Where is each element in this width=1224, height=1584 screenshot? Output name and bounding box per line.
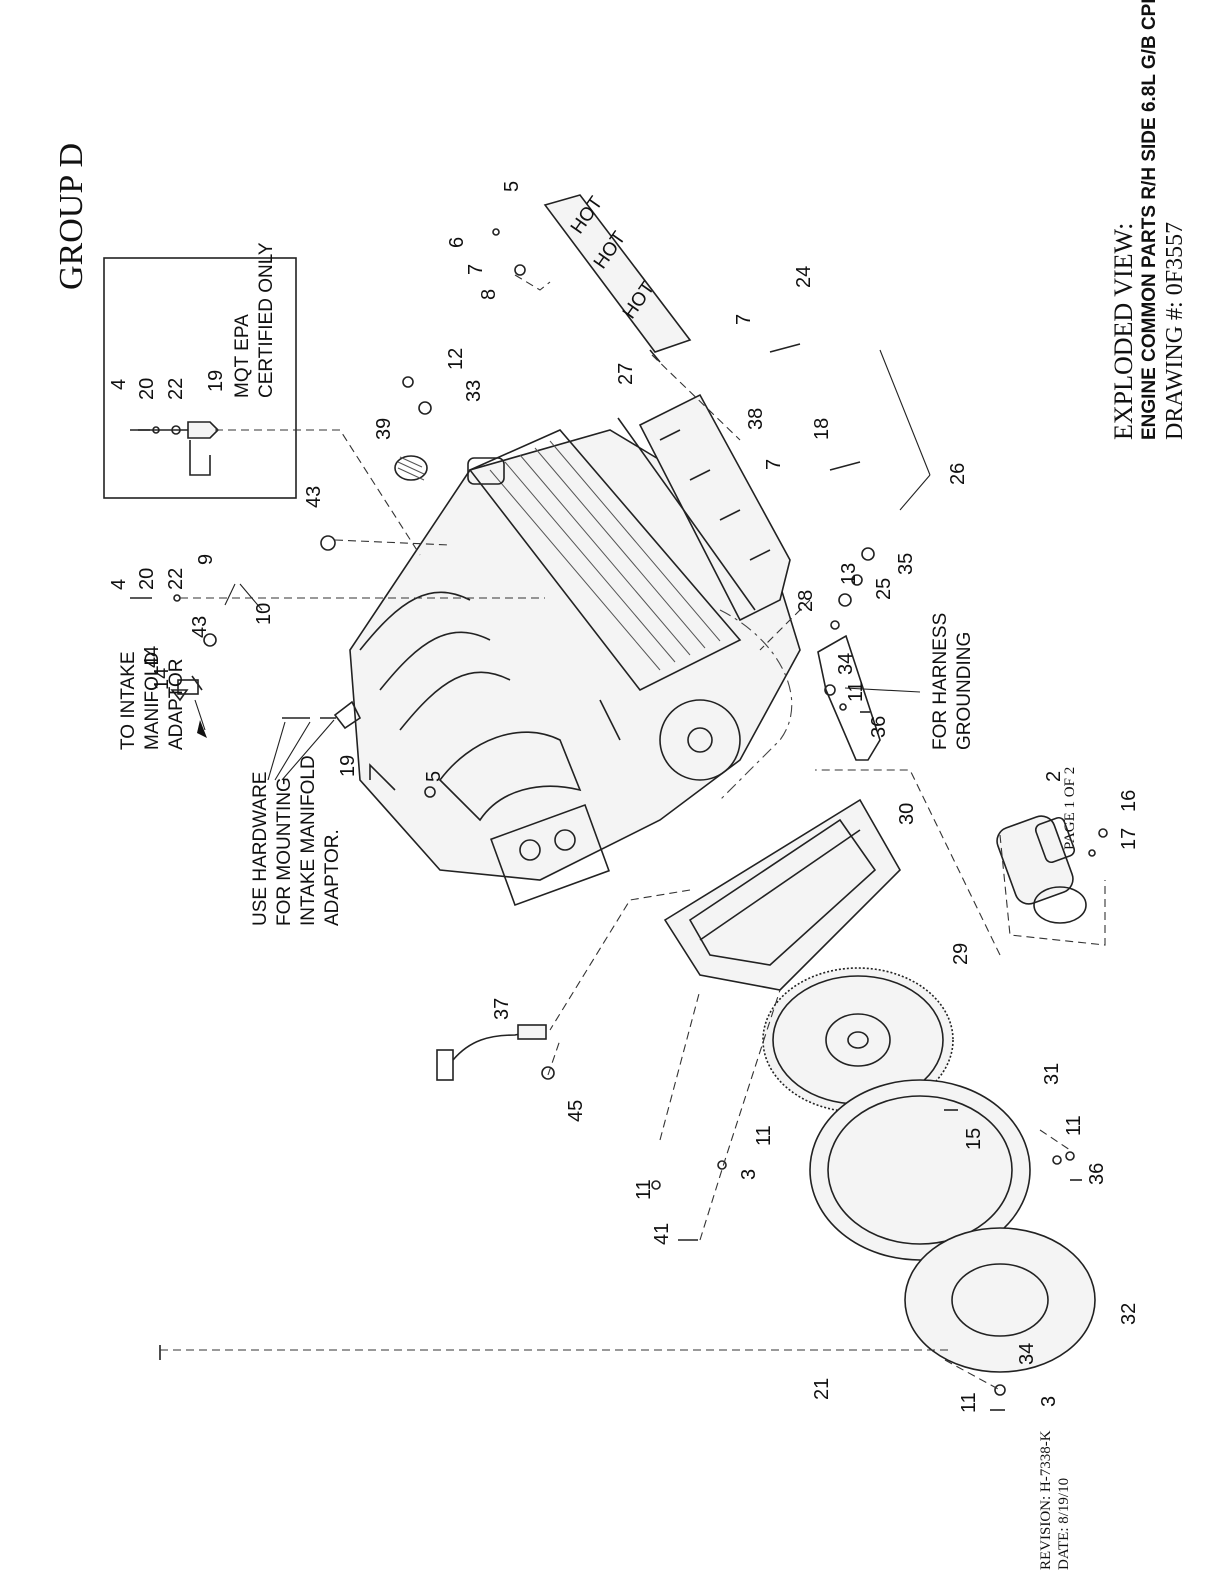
callout-36a: 36 [868, 716, 890, 738]
callout-numbers: 2 3 3 4 4 5 5 6 7 7 7 8 9 10 11 11 11 11… [108, 181, 1140, 1413]
valve-cover-ribs [489, 440, 721, 671]
note-hardware-3: INTAKE MANIFOLD [298, 755, 319, 926]
o2-sensor [436, 1024, 547, 1081]
title-line-2: ENGINE COMMON PARTS R/H SIDE 6.8L G/B CP… [1139, 0, 1160, 440]
callout-18: 18 [811, 418, 833, 440]
engine-assembly [349, 429, 801, 907]
callout-20b: 20 [136, 378, 158, 400]
note-use-hardware: USE HARDWARE FOR MOUNTING INTAKE MANIFOL… [250, 755, 343, 926]
callout-43b: 43 [189, 616, 211, 638]
cover-plate [904, 1227, 1096, 1373]
title-line-3: DRAWING #: 0F3557 [1162, 222, 1188, 440]
note-leaders [194, 349, 931, 781]
starter-motor [996, 815, 1106, 946]
callout-3b: 3 [1038, 1396, 1060, 1407]
revision-text: REVISION: H-7338-K [1038, 1430, 1054, 1570]
callout-25: 25 [873, 578, 895, 600]
callout-6: 6 [446, 237, 468, 248]
callout-21: 21 [811, 1378, 833, 1400]
dashed-leaders [160, 274, 1071, 1391]
revision-block: REVISION: H-7338-K DATE: 8/19/10 [1038, 1430, 1072, 1570]
callout-11d: 11 [1063, 1115, 1085, 1136]
callout-22a: 22 [165, 568, 187, 590]
callout-4b: 4 [108, 379, 130, 390]
heat-shield: HOT HOT HOT [543, 193, 692, 363]
callout-34b: 34 [1016, 1343, 1038, 1365]
callout-11b: 11 [633, 1179, 655, 1200]
note-intake-2: MANIFOLD [142, 652, 163, 750]
callout-15: 15 [963, 1128, 985, 1150]
callout-27: 27 [615, 363, 637, 385]
callout-5a: 5 [501, 181, 523, 192]
callout-12: 12 [445, 348, 467, 370]
callout-7c: 7 [763, 459, 785, 470]
callout-19a: 19 [205, 370, 227, 392]
revision-date: DATE: 8/19/10 [1056, 1478, 1072, 1570]
callout-13: 13 [838, 563, 860, 585]
callout-30: 30 [896, 803, 918, 825]
title-block: EXPLODED VIEW: ENGINE COMMON PARTS R/H S… [1109, 0, 1188, 440]
callout-36b: 36 [1086, 1163, 1108, 1185]
callout-28: 28 [795, 590, 817, 612]
callout-11c: 11 [753, 1125, 775, 1146]
bell-housing [663, 798, 901, 991]
callout-17: 17 [1118, 828, 1140, 850]
callout-19b: 19 [337, 755, 359, 777]
oil-fill-cap [394, 455, 505, 485]
callout-24: 24 [793, 266, 815, 288]
callout-37: 37 [491, 998, 513, 1020]
callout-11e: 11 [958, 1392, 980, 1413]
mqt-note-line-1: MQT EPA [232, 314, 253, 398]
callout-8: 8 [478, 289, 500, 300]
callout-41: 41 [651, 1223, 673, 1245]
note-intake-3: ADAPTOR [166, 658, 187, 750]
callout-35: 35 [895, 553, 917, 575]
note-harness-1: FOR HARNESS [930, 613, 951, 750]
callout-29: 29 [950, 943, 972, 965]
callout-3a: 3 [738, 1169, 760, 1180]
note-harness-grounding: FOR HARNESS GROUNDING [930, 613, 975, 750]
callout-16: 16 [1118, 790, 1140, 812]
manifold-heat-shield [617, 393, 791, 622]
note-harness-2: GROUNDING [954, 632, 975, 750]
callout-2: 2 [1043, 771, 1065, 782]
callout-43a: 43 [303, 486, 325, 508]
callout-39: 39 [373, 418, 395, 440]
pcv-hose [177, 531, 336, 695]
title-line-1: EXPLODED VIEW: [1109, 223, 1138, 440]
callout-20a: 20 [136, 568, 158, 590]
callout-7a: 7 [465, 264, 487, 275]
callout-31: 31 [1041, 1063, 1063, 1085]
callout-45: 45 [565, 1100, 587, 1122]
callout-10: 10 [253, 603, 275, 625]
callout-32: 32 [1118, 1303, 1140, 1325]
callout-44: 44 [141, 646, 163, 668]
harness-ground-outline [817, 634, 881, 761]
callout-33: 33 [463, 380, 485, 402]
callout-9: 9 [195, 554, 217, 565]
callout-38: 38 [745, 408, 767, 430]
callout-26: 26 [947, 463, 969, 485]
callout-14: 14 [151, 668, 173, 690]
group-label: GROUP D [53, 143, 90, 290]
adapter-plate [809, 1079, 1031, 1261]
callout-5b: 5 [423, 771, 445, 782]
page-label: PAGE 1 OF 2 [1062, 767, 1078, 850]
breather-hose [855, 344, 880, 581]
callout-22b: 22 [165, 378, 187, 400]
note-hardware-1: USE HARDWARE [250, 772, 271, 926]
note-to-intake: TO INTAKE MANIFOLD ADAPTOR [118, 651, 187, 750]
note-hardware-4: ADAPTOR. [322, 829, 343, 926]
note-hardware-2: FOR MOUNTING [274, 777, 295, 926]
callout-34a: 34 [835, 653, 857, 675]
callout-7b: 7 [733, 314, 755, 325]
mqt-note-line-2: CERTIFIED ONLY [256, 242, 277, 398]
callout-11a: 11 [845, 681, 867, 702]
callout-4a: 4 [108, 579, 130, 590]
note-intake-1: TO INTAKE [118, 651, 139, 750]
mqt-epa-inset: MQT EPA CERTIFIED ONLY [103, 242, 297, 499]
